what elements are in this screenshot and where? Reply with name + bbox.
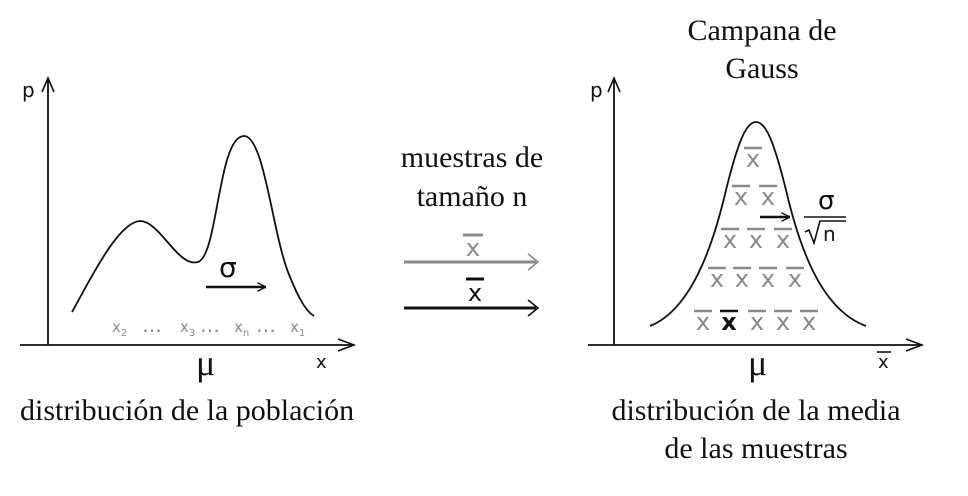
left-x-axis-label: x [316, 352, 327, 373]
gauss-title-line2: Gauss [725, 52, 798, 85]
sample-dots-2: … [200, 313, 220, 337]
left-y-axis-arrowhead [41, 75, 55, 93]
black-xbar-label: x [468, 279, 482, 307]
standard-error-numerator: σ [818, 186, 834, 216]
left-x-axis-arrowhead [337, 338, 357, 352]
sample-mean-symbol: x [761, 183, 775, 211]
sample-mean-symbol: x [734, 183, 748, 211]
sample-x2: x2 [112, 318, 127, 339]
samples-label-line2: tamaño n [417, 180, 528, 213]
right-x-axis-arrowhead [905, 338, 925, 352]
sample-dots-3: … [256, 313, 276, 337]
sample-means-caption-line1: distribución de la media [611, 394, 900, 427]
sample-mean-symbol: x [776, 308, 790, 336]
gaussian-curve [649, 121, 867, 327]
highlighted-sample-mean: x [721, 308, 737, 336]
sample-values-row: x2 … x3 … xn … x1 [112, 313, 305, 339]
sample-mean-symbol: x [723, 226, 737, 254]
sample-xn: xn [234, 318, 249, 339]
square-root-sign [804, 220, 846, 246]
sample-mean-symbol: x [776, 226, 790, 254]
sigma-label: σ [219, 251, 237, 284]
sample-x1: x1 [290, 318, 305, 339]
sample-means-caption-line2: de las muestras [664, 432, 847, 465]
right-x-axis-label: x [878, 352, 889, 373]
sample-mean-symbol: x [802, 308, 816, 336]
gray-arrowhead [527, 253, 540, 271]
sample-mean-symbol: x [746, 145, 760, 173]
gray-xbar-label: x [466, 234, 480, 262]
sample-x3: x3 [180, 318, 195, 339]
sample-mean-symbol: x [788, 265, 802, 293]
sample-mean-symbol: x [750, 308, 764, 336]
sample-mean-symbol: x [735, 265, 749, 293]
population-density-curve [71, 135, 315, 317]
population-caption: distribución de la población [20, 394, 354, 427]
sample-dots-1: … [142, 313, 162, 337]
right-y-axis-arrowhead [607, 75, 621, 93]
samples-label-line1: muestras de [401, 141, 543, 174]
left-y-axis-label: p [22, 78, 35, 102]
black-arrowhead [527, 299, 540, 317]
sampling-arrows: muestras de tamaño n x x [401, 141, 543, 317]
population-panel: p x σ x2 … x3 … xn … x1 μ distribución d… [20, 75, 357, 427]
gauss-title-line1: Campana de [687, 14, 836, 47]
right-y-axis-label: p [590, 78, 603, 102]
sample-mean-mu-label: μ [748, 343, 767, 383]
sample-mean-symbol: x [749, 226, 763, 254]
sample-mean-symbol: x [710, 265, 724, 293]
population-mean-label: μ [196, 343, 215, 383]
standard-error-denominator: n [823, 222, 836, 246]
sample-mean-symbol: x [761, 265, 775, 293]
sample-mean-symbol: x [696, 308, 710, 336]
